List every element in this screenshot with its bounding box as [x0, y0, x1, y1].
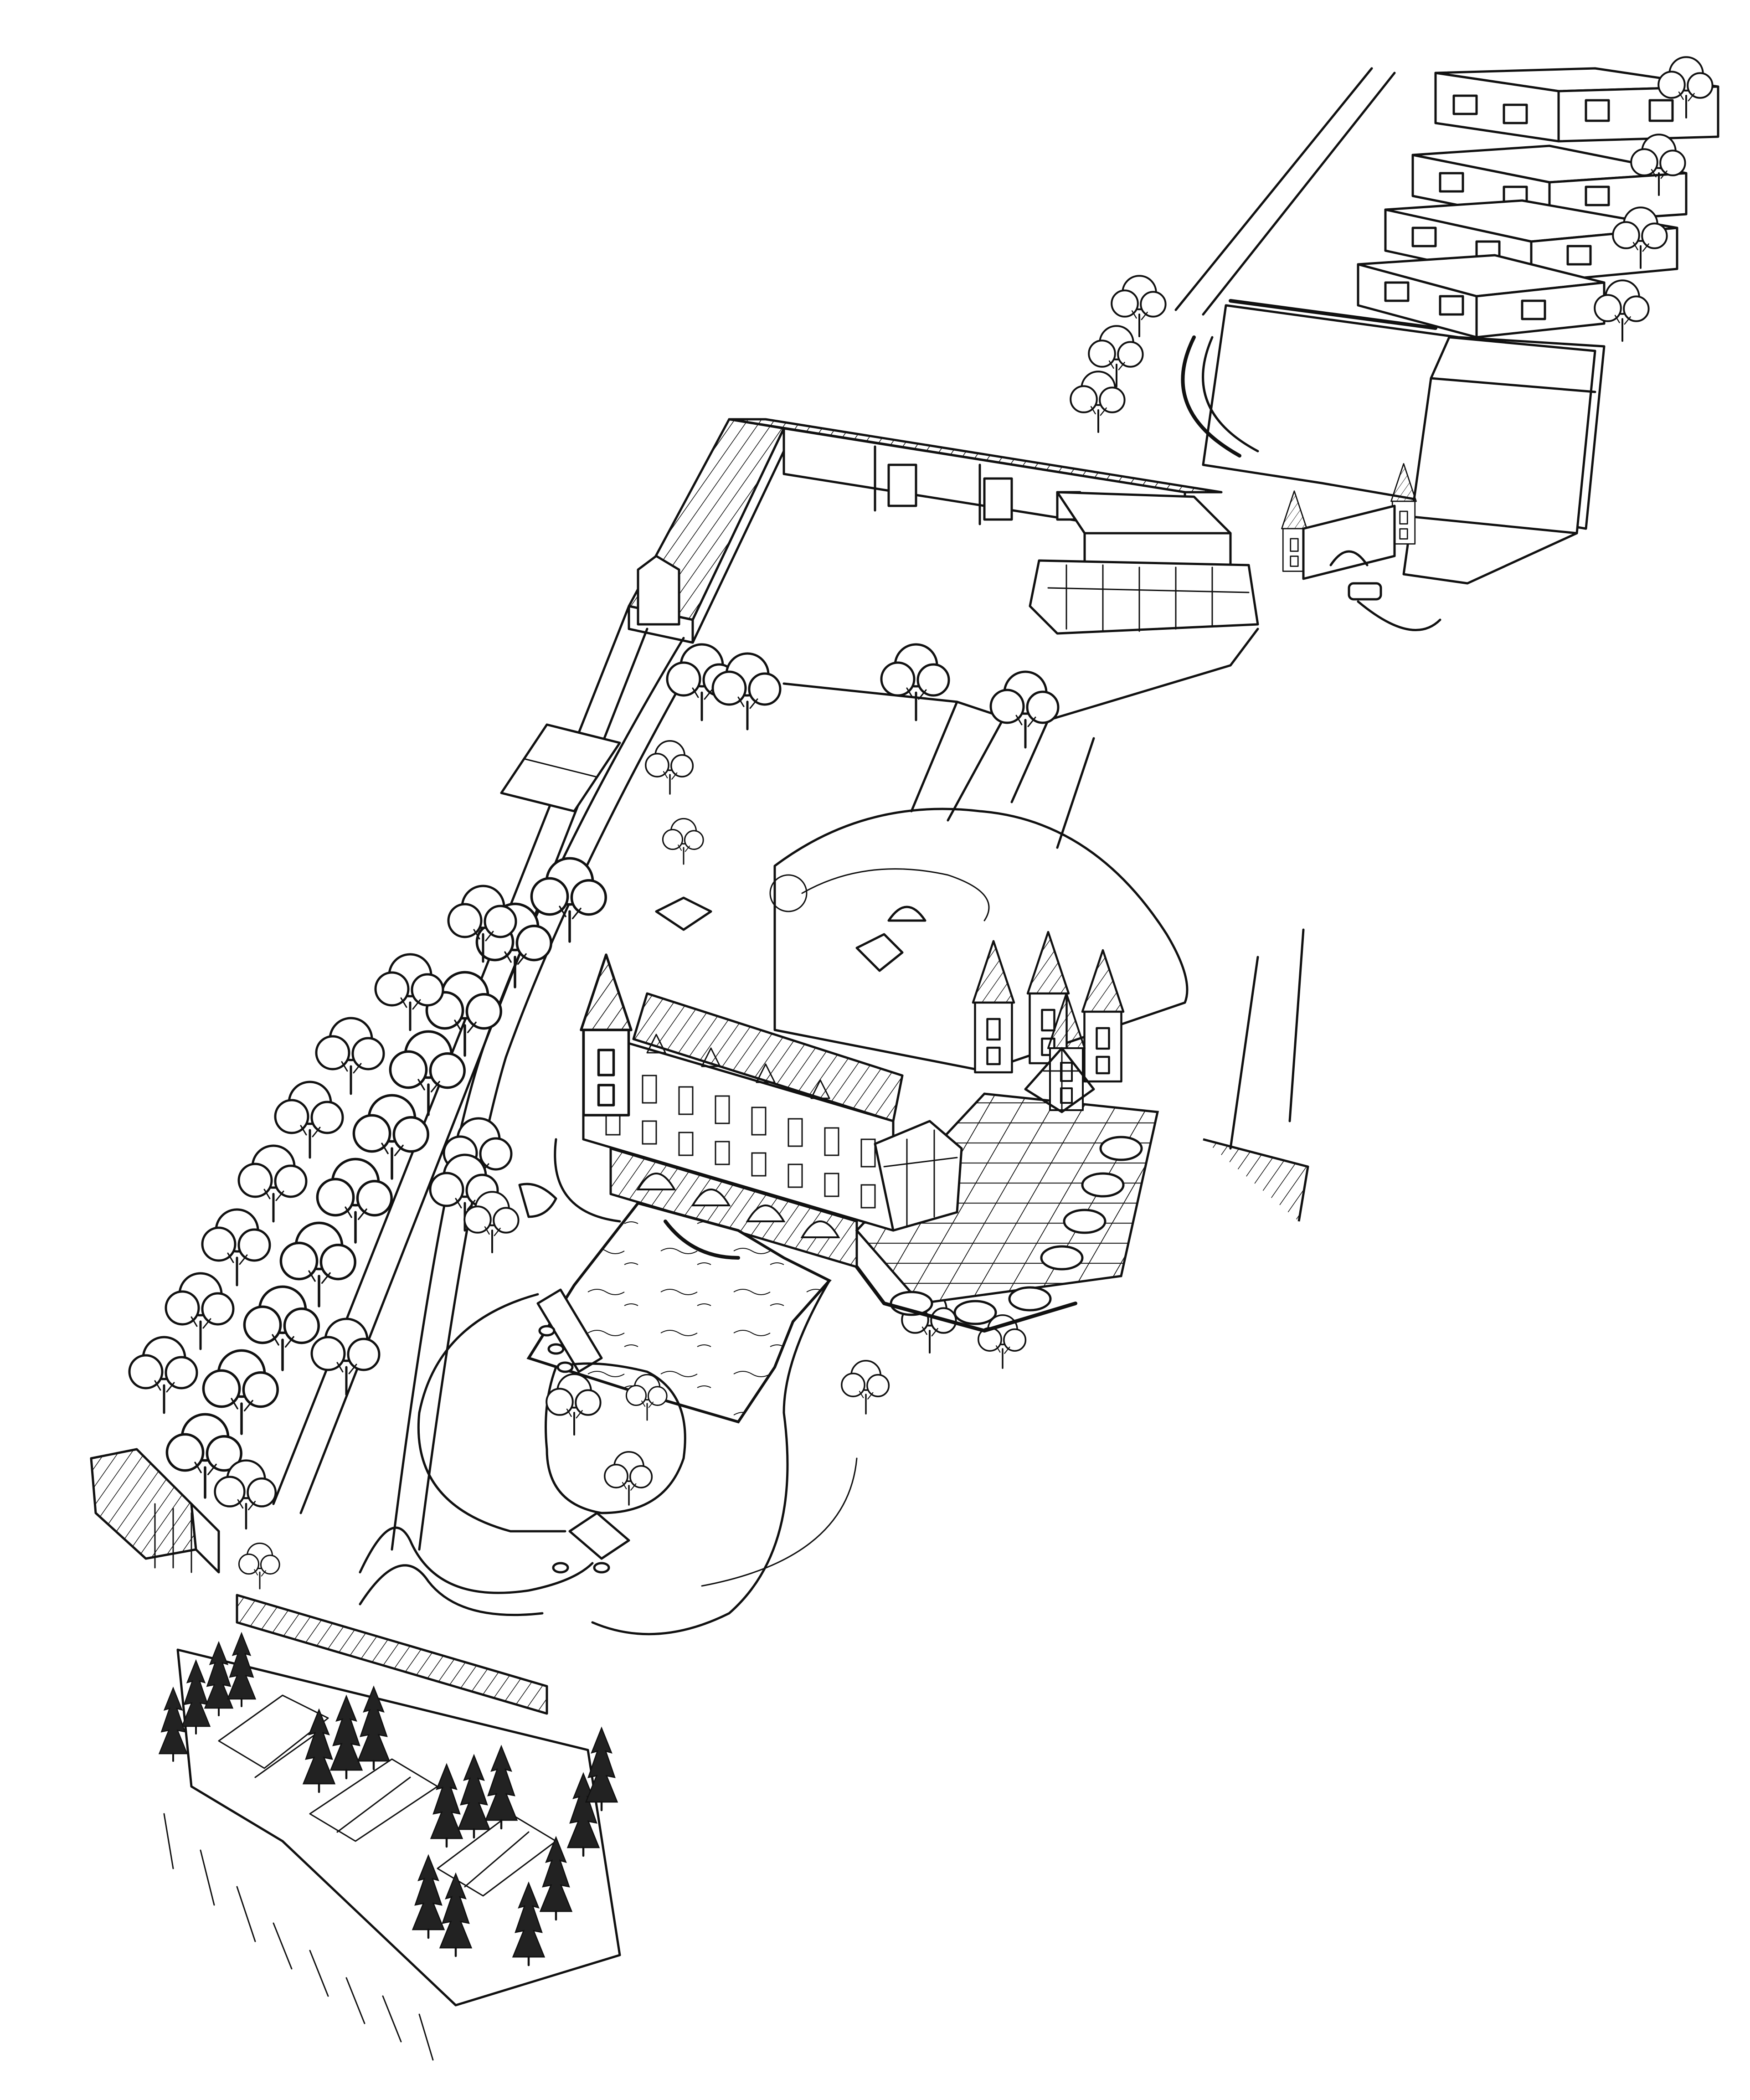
- grotto-icon: [887, 906, 926, 922]
- car-icon: [1348, 582, 1382, 601]
- bridge-icon: [536, 1288, 603, 1373]
- housing-block: [1071, 57, 1719, 585]
- chateau: [430, 932, 1159, 1333]
- gazebo-icon: [655, 896, 712, 931]
- bridge-icon: [568, 1512, 630, 1560]
- stable-courtyard: [628, 418, 1441, 803]
- boundary-wall: [236, 1594, 548, 1715]
- car-park: [160, 1633, 621, 2061]
- entrance-gate: [90, 1448, 548, 1715]
- pond: [359, 1201, 858, 1636]
